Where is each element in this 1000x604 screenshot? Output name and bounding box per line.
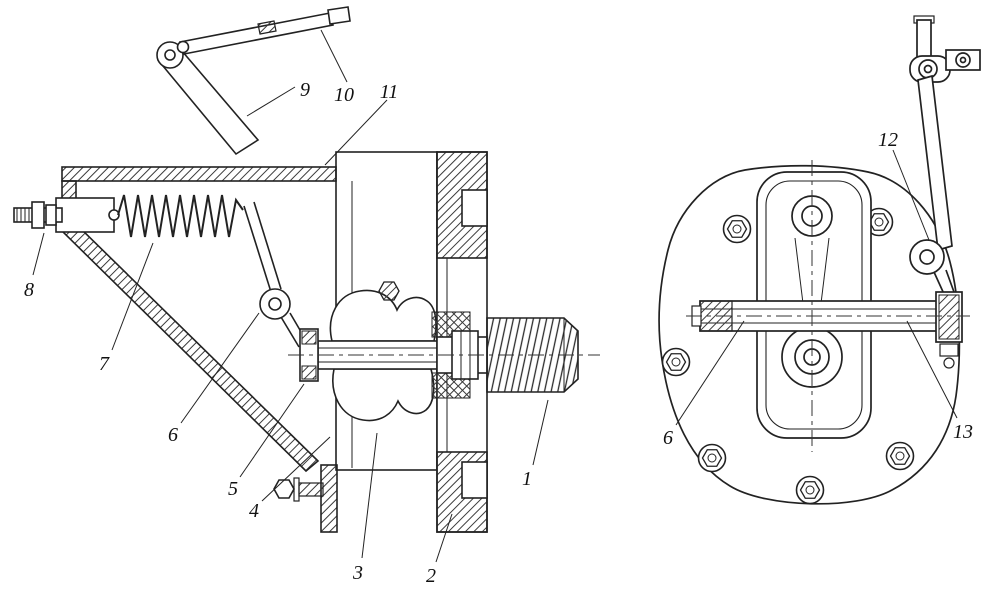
return-spring: [117, 194, 244, 238]
hex-bolt: [661, 347, 691, 377]
part-label-7: 7: [99, 353, 110, 375]
top-lever: [156, 41, 260, 156]
part-label-6b: 6: [663, 427, 673, 449]
clevis: [935, 291, 963, 369]
hex-bolt: [697, 443, 727, 473]
outer-lever: [909, 15, 981, 295]
hex-bolt: [722, 214, 752, 244]
hex-bolt: [885, 441, 915, 471]
part-label-2: 2: [426, 565, 436, 587]
part-label-4: 4: [249, 500, 259, 522]
part-label-12: 12: [878, 129, 898, 151]
part-label-1: 1: [522, 468, 532, 490]
adjuster-rod: [13, 201, 120, 229]
part-label-8: 8: [24, 279, 34, 301]
part-labels: 1 2 3 4 5 6 7 8 9 10 11 12 13 6: [24, 79, 973, 587]
part-label-5: 5: [228, 478, 238, 500]
part-label-3: 3: [352, 562, 363, 584]
front-view: [658, 15, 981, 505]
part-label-13: 13: [953, 421, 973, 443]
part-label-11: 11: [380, 81, 399, 103]
leader-lines: [32, 29, 958, 563]
pull-rod: [176, 6, 351, 55]
part-label-9: 9: [300, 79, 310, 101]
mounting-flange: [436, 151, 488, 533]
part-label-6: 6: [168, 424, 178, 446]
part-label-10: 10: [334, 84, 354, 106]
inner-lever: [243, 201, 308, 348]
bottom-bolt: [273, 464, 338, 533]
side-section-view: [13, 6, 600, 533]
hex-bolt: [795, 475, 825, 505]
housing: [55, 166, 337, 473]
release-yoke: [329, 289, 437, 422]
